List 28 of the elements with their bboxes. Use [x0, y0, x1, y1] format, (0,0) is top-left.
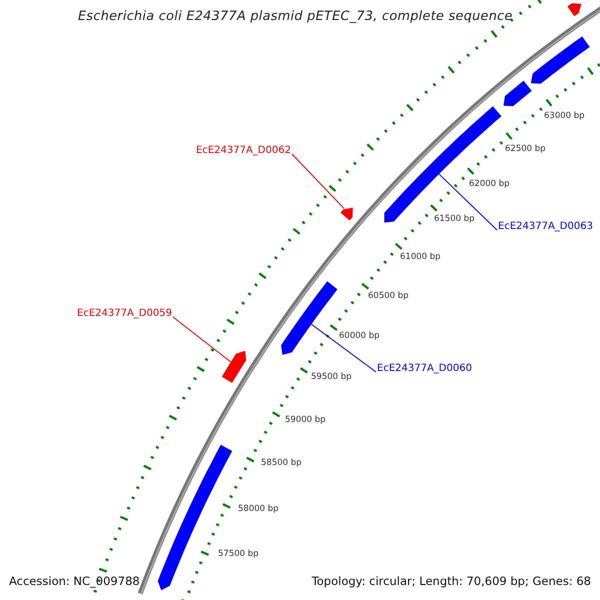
tick-label: 61500 bp [434, 215, 475, 224]
tick-label: 59500 bp [311, 373, 352, 382]
tick-label: 62000 bp [469, 180, 510, 188]
gene-feature [281, 281, 338, 355]
accession-note: Accession: NC_009788 [9, 576, 140, 588]
tick-label: 61000 bp [400, 253, 441, 262]
gene-feature [222, 350, 246, 383]
tick-label: 59000 bp [285, 416, 326, 424]
gene-label: EcE24377A_D0062 [196, 146, 291, 156]
gene-feature [384, 106, 502, 223]
gene-feature [567, 3, 582, 16]
gene-feature [340, 208, 353, 220]
leader-line [172, 316, 232, 363]
gene-label: EcE24377A_D0059 [77, 309, 172, 319]
gene-label: EcE24377A_D0060 [377, 364, 472, 374]
leader-line [438, 174, 498, 230]
gene-feature [530, 36, 590, 84]
tick-label: 57500 bp [218, 550, 259, 558]
map-title: Escherichia coli E24377A plasmid pETEC_73, complete sequence [78, 11, 513, 24]
tick-label: 63000 bp [544, 112, 585, 120]
gene-feature [504, 80, 532, 106]
gene-label: EcE24377A_D0063 [498, 222, 593, 232]
leader-line [310, 324, 376, 372]
tick-label: 60500 bp [368, 292, 409, 300]
tick-label: 58500 bp [261, 459, 302, 468]
leader-line [291, 154, 345, 210]
summary-note: Topology: circular; Length: 70,609 bp; Genes: 68 [312, 576, 591, 588]
tick-label: 60000 bp [339, 332, 380, 340]
